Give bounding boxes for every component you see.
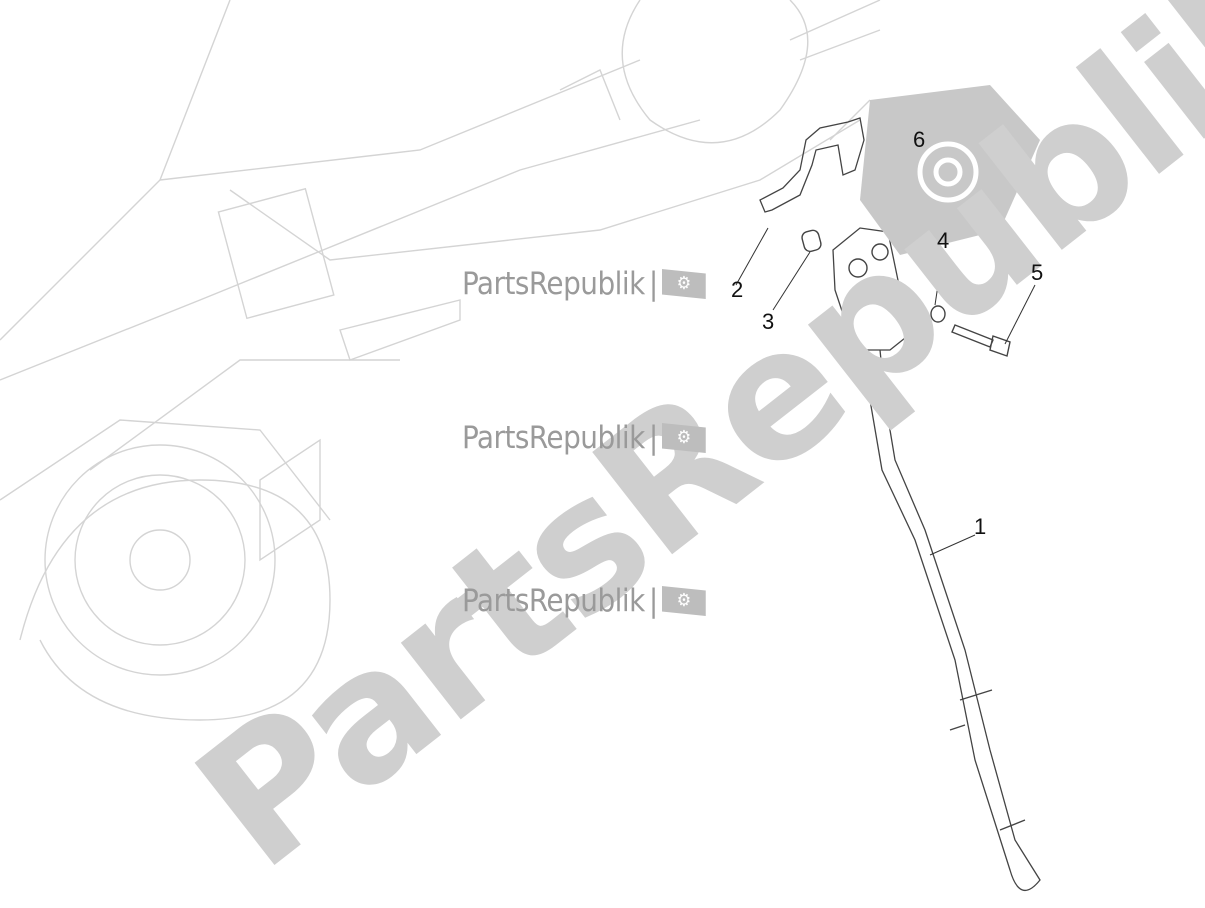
watermark-flag (860, 85, 1040, 255)
callout-2: 2 (731, 277, 744, 302)
engine-fan (44, 444, 276, 676)
callout-4: 4 (937, 228, 950, 253)
callout-5: 5 (1031, 260, 1044, 285)
watermark-separator: | (648, 420, 658, 456)
frame-outline (0, 0, 861, 721)
gear-icon: ⚙ (661, 586, 706, 616)
watermark-small: PartsRepublik|⚙ (462, 420, 706, 456)
watermark-text: PartsRepublik (462, 583, 645, 619)
callout-6: 6 (913, 127, 926, 152)
callout-3: 3 (762, 309, 775, 334)
watermark-text: PartsRepublik (462, 420, 645, 456)
gear-icon: ⚙ (661, 269, 706, 299)
watermark-small: PartsRepublik|⚙ (462, 583, 706, 619)
watermark-separator: | (648, 583, 658, 619)
callout-1: 1 (974, 514, 987, 539)
gear-icon: ⚙ (661, 423, 706, 453)
bracket-part (759, 117, 865, 213)
stand-leg (859, 349, 1041, 891)
stand-plate (832, 227, 916, 351)
watermark-gear-icon (917, 141, 979, 203)
watermark-separator: | (648, 266, 658, 302)
watermark-text: PartsRepublik (462, 266, 645, 302)
watermark-small: PartsRepublik|⚙ (462, 266, 706, 302)
